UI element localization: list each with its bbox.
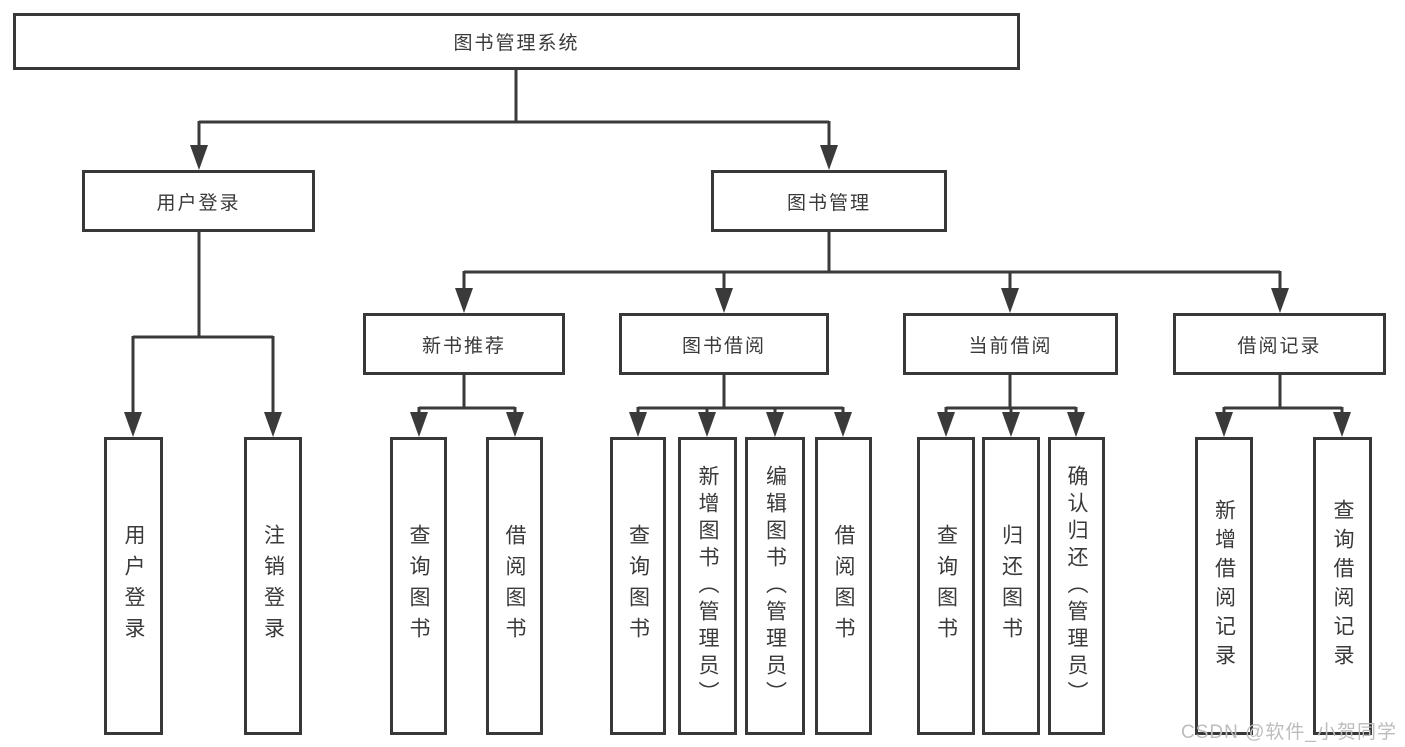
leaf-confirm-return-admin: 确认归还（管理员）	[1048, 437, 1105, 735]
connector-book-mgmt-to-level3	[455, 232, 1289, 313]
connector-borrow-records-to-leaves	[1215, 375, 1351, 437]
leaf-return-book: 归还图书	[982, 437, 1040, 735]
leaf-logout: 注销登录	[244, 437, 302, 735]
connector-current-borrow-to-leaves	[937, 375, 1085, 437]
node-new-book-recommend: 新书推荐	[363, 313, 565, 375]
leaf-query-book-current: 查询图书	[917, 437, 975, 735]
leaf-add-book-admin: 新增图书（管理员）	[678, 437, 737, 735]
node-book-management: 图书管理	[711, 170, 947, 232]
connector-root-to-level2	[190, 70, 838, 170]
leaf-borrow-book-recommend: 借阅图书	[486, 437, 543, 735]
leaf-query-book-borrow: 查询图书	[610, 437, 666, 735]
csdn-watermark: CSDN @软件_小贺同学	[1181, 722, 1397, 743]
leaf-query-borrow-record: 查询借阅记录	[1313, 437, 1372, 735]
connector-user-login-to-leaves	[124, 232, 282, 437]
leaf-borrow-book: 借阅图书	[815, 437, 872, 735]
node-current-borrow: 当前借阅	[903, 313, 1118, 375]
node-borrow-records: 借阅记录	[1173, 313, 1386, 375]
leaf-edit-book-admin: 编辑图书（管理员）	[745, 437, 805, 735]
node-user-login: 用户登录	[82, 170, 315, 232]
leaf-query-book-recommend: 查询图书	[390, 437, 447, 735]
leaf-add-borrow-record: 新增借阅记录	[1195, 437, 1253, 735]
connector-book-borrow-to-leaves	[629, 375, 852, 437]
node-book-borrow: 图书借阅	[619, 313, 829, 375]
node-root-library-system: 图书管理系统	[13, 13, 1020, 70]
connector-new-book-rec-to-leaves	[410, 375, 524, 437]
leaf-user-login: 用户登录	[104, 437, 163, 735]
